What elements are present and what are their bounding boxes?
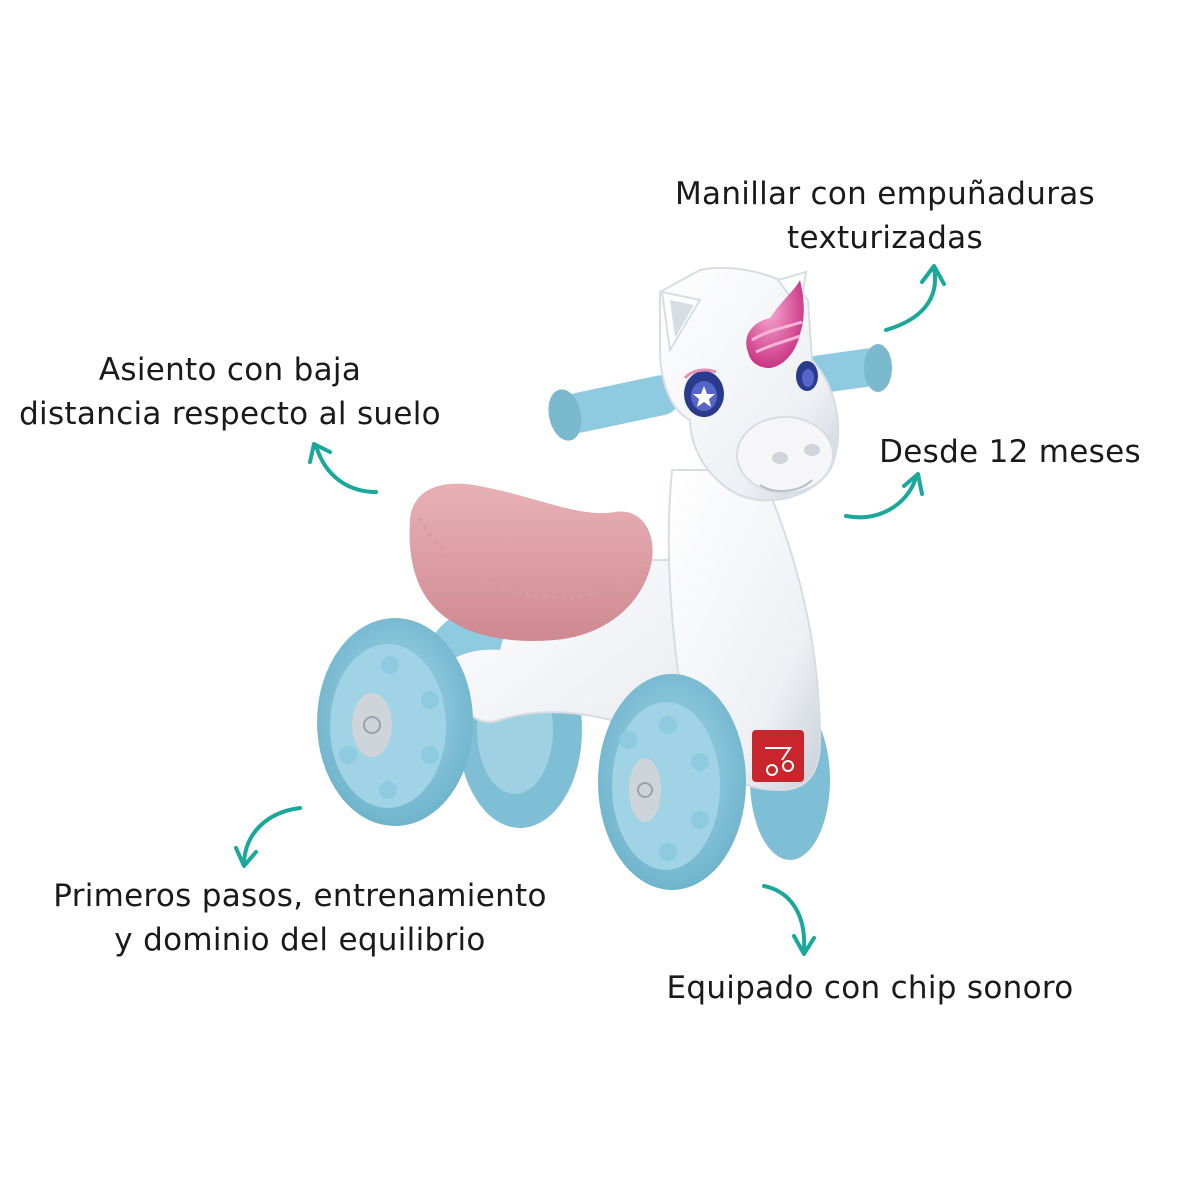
handlebar-caption-line2: texturizadas	[787, 220, 983, 256]
unicorn-head	[659, 266, 840, 502]
curved-arrow-icon	[844, 472, 924, 520]
steps-caption-line2: y dominio del equilibrio	[114, 922, 486, 958]
chip-caption-line1: Equipado con chip sonoro	[666, 970, 1074, 1006]
curved-arrow-icon	[762, 884, 816, 956]
steps-caption-line1: Primeros pasos, entrenamiento	[53, 878, 547, 914]
age-caption: Desde 12 meses	[860, 430, 1160, 474]
pink-seat	[409, 483, 653, 641]
rear-wheel-front	[317, 618, 473, 826]
unicorn-horn	[746, 280, 804, 368]
curved-arrow-icon	[884, 264, 946, 332]
seat-caption-line1: Asiento con baja	[98, 352, 362, 388]
steps-caption: Primeros pasos, entrenamiento y dominio …	[30, 874, 570, 962]
chip-caption: Equipado con chip sonoro	[640, 966, 1100, 1010]
left-handlebar-grip	[548, 375, 680, 441]
age-caption-line1: Desde 12 meses	[879, 434, 1141, 470]
front-wheel-front	[598, 674, 746, 890]
curved-arrow-icon	[308, 442, 378, 494]
curved-arrow-icon	[234, 806, 302, 868]
seat-caption-line2: distancia respecto al suelo	[19, 396, 441, 432]
handlebar-caption-line1: Manillar con empuñaduras	[675, 176, 1095, 212]
seat-caption: Asiento con baja distancia respecto al s…	[0, 348, 460, 436]
sound-chip-badge	[752, 730, 804, 782]
handlebar-caption: Manillar con empuñaduras texturizadas	[620, 172, 1150, 260]
